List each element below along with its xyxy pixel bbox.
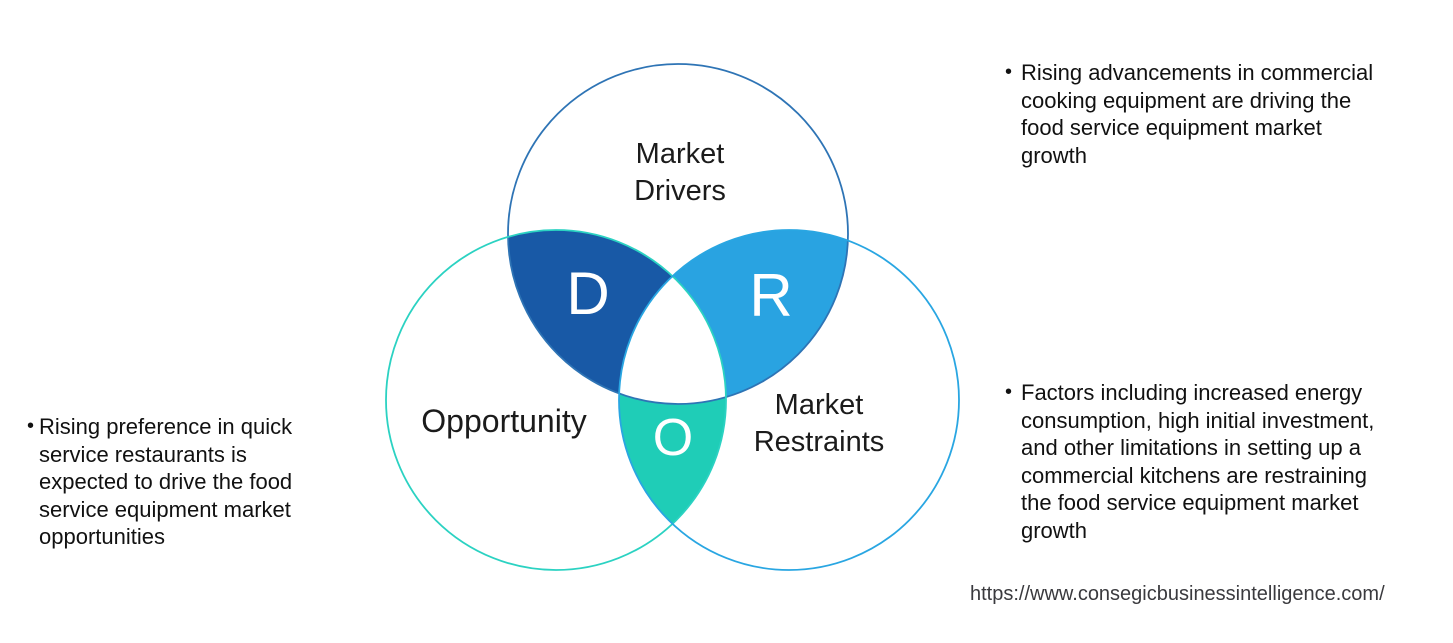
opportunity-circle-label: Opportunity (421, 403, 587, 439)
opportunity-bullet-text: Rising preference in quick service resta… (39, 414, 293, 549)
drivers-intersection-letter: D (566, 260, 610, 327)
bullet-marker: • (27, 415, 35, 437)
bullet-marker: • (1005, 61, 1013, 83)
drivers-circle-label: Market Drivers (634, 138, 726, 207)
restraints-circle-outline (618, 229, 960, 571)
restraints-bullet-text: Factors including increased energy consu… (1021, 380, 1375, 543)
drivers-circle-outline (507, 63, 849, 405)
opportunity-bullet: • Rising preference in quick service res… (27, 413, 357, 551)
restraints-bullet: • Factors including increased energy con… (1005, 379, 1437, 544)
source-url: https://www.consegicbusinessintelligence… (970, 583, 1385, 605)
opportunity-intersection-letter: O (652, 409, 694, 467)
restraints-circle-label: Market Restraints (753, 389, 885, 458)
drivers-bullet: • Rising advancements in commercial cook… (1005, 59, 1435, 169)
bullet-marker: • (1005, 381, 1013, 403)
opportunity-circle-outline (385, 229, 727, 571)
drivers-bullet-text: Rising advancements in commercial cookin… (1021, 60, 1374, 168)
restraints-intersection-letter: R (749, 262, 793, 329)
